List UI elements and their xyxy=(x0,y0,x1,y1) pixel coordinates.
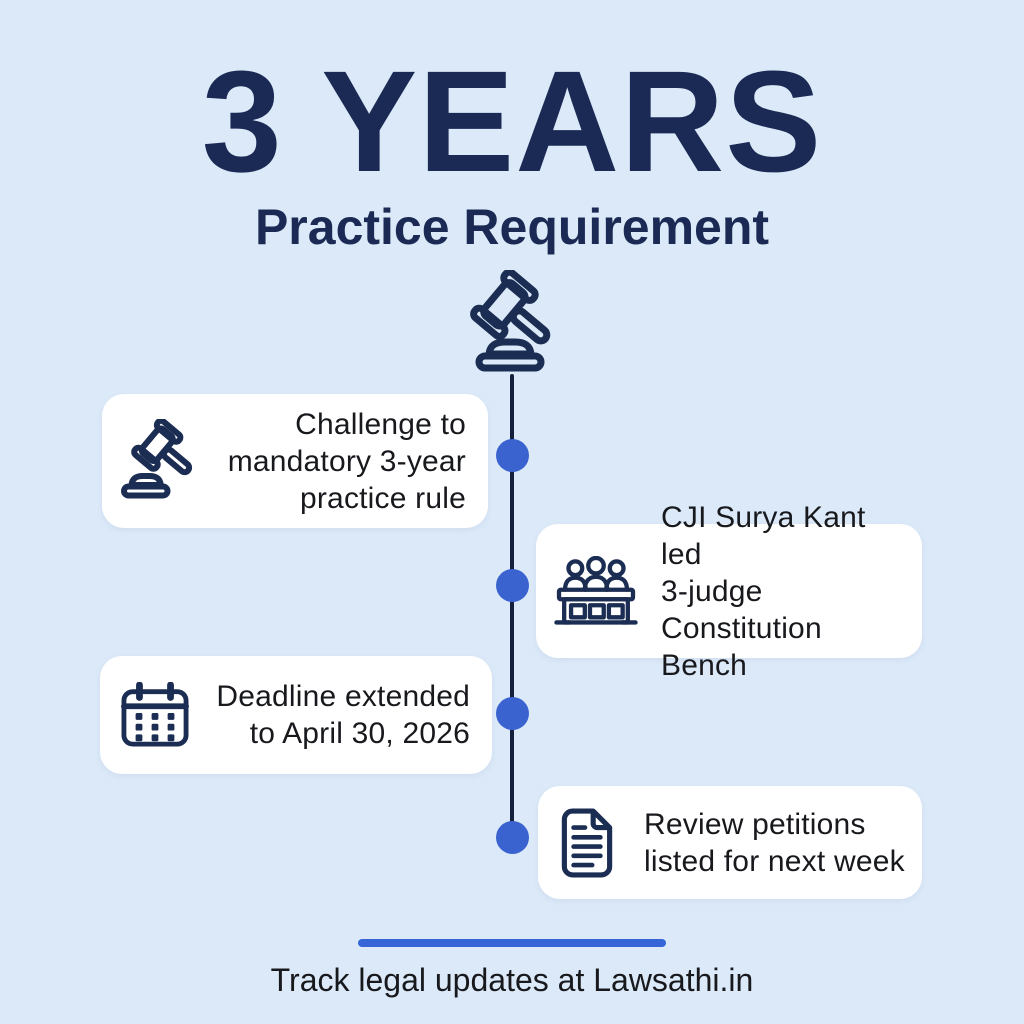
footer-text: Track legal updates at Lawsathi.in xyxy=(270,962,754,998)
card-text: Deadline extended to April 30, 2026 xyxy=(216,680,470,750)
document-icon xyxy=(558,807,616,879)
timeline-card-deadline: Deadline extended to April 30, 2026 xyxy=(100,656,492,774)
timeline-card-bench: CJI Surya Kant led 3-judge Constitution … xyxy=(536,501,922,682)
gavel-icon xyxy=(448,270,576,382)
page-subtitle: Practice Requirement xyxy=(254,199,770,255)
gavel-icon xyxy=(118,419,208,503)
footer-divider xyxy=(358,939,666,947)
card-text: Review petitions listed for next week xyxy=(644,807,905,878)
calendar-icon xyxy=(120,682,190,748)
page-title: 3 YEARS xyxy=(201,41,823,202)
card-text: Challenge to mandatory 3-year practice r… xyxy=(227,407,466,515)
timeline-dot xyxy=(496,439,529,472)
judges-bench-icon xyxy=(553,555,639,627)
timeline-card-review: Review petitions listed for next week xyxy=(538,786,922,899)
card-text: CJI Surya Kant led 3-judge Constitution … xyxy=(661,500,866,682)
timeline-dot xyxy=(496,821,529,854)
timeline-dot xyxy=(496,697,529,730)
timeline-dot xyxy=(496,569,529,602)
timeline-card-challenge: Challenge to mandatory 3-year practice r… xyxy=(102,394,488,528)
timeline-line xyxy=(510,374,514,840)
